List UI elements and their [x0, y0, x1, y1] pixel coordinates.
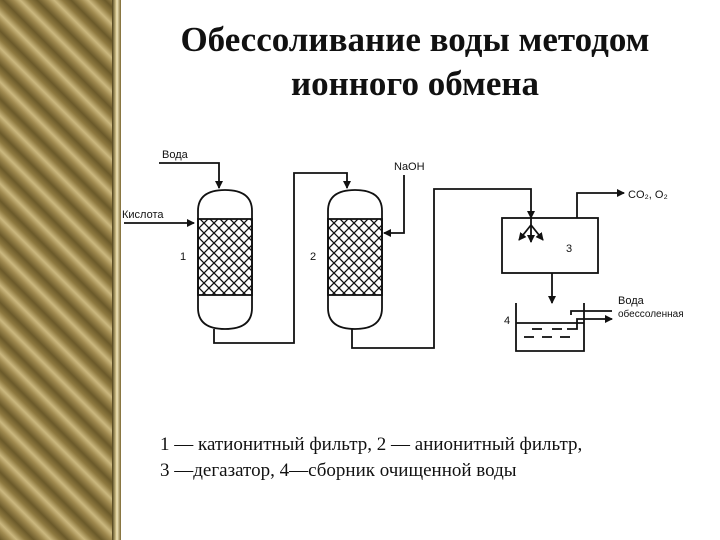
- cation-filter-vessel: [197, 189, 253, 330]
- label-water-out-line1: Вода: [618, 295, 644, 307]
- label-acid: Кислота: [122, 209, 164, 221]
- label-number-1: 1: [180, 251, 187, 263]
- diagram-drawing: [124, 162, 625, 352]
- degasser-vessel: [501, 217, 599, 274]
- anion-filter-vessel: [327, 189, 383, 330]
- label-water-inlet: Вода: [162, 149, 188, 161]
- diagram-caption: 1 — катионитный фильтр, 2 — анионитный ф…: [160, 432, 715, 484]
- tank-outlet-pipe: [570, 310, 612, 315]
- pipe-filter2-to-degasser: [351, 188, 535, 349]
- label-number-3: 3: [566, 243, 573, 255]
- label-water-out-line2: обессоленная: [618, 309, 684, 320]
- water-inlet-pipe: [159, 162, 223, 189]
- pipe-filter1-to-filter2: [213, 172, 351, 344]
- anion-resin-bed: [327, 218, 383, 296]
- ion-exchange-diagram: Вода Кислота NaOH CO₂, O₂ 1 2 3 4 Вода о…: [104, 143, 712, 378]
- label-number-2: 2: [310, 251, 317, 263]
- decorative-side-frame: [0, 0, 120, 540]
- slide-title: Обессоливание воды методом ионного обмен…: [180, 20, 650, 103]
- caption-line-2: 3 —дегазатор, 4—сборник очищенной воды: [160, 460, 517, 481]
- label-naoh: NaOH: [394, 161, 425, 173]
- frame-gold-edge: [112, 0, 121, 540]
- cation-resin-bed: [197, 218, 253, 296]
- caption-line-1: 1 — катионитный фильтр, 2 — анионитный ф…: [160, 434, 583, 455]
- label-number-4: 4: [504, 315, 511, 327]
- gas-outlet-pipe: [576, 189, 625, 218]
- collection-tank: [515, 303, 585, 352]
- naoh-inlet-pipe: [383, 175, 405, 237]
- label-co2-o2: CO₂, O₂: [628, 189, 668, 201]
